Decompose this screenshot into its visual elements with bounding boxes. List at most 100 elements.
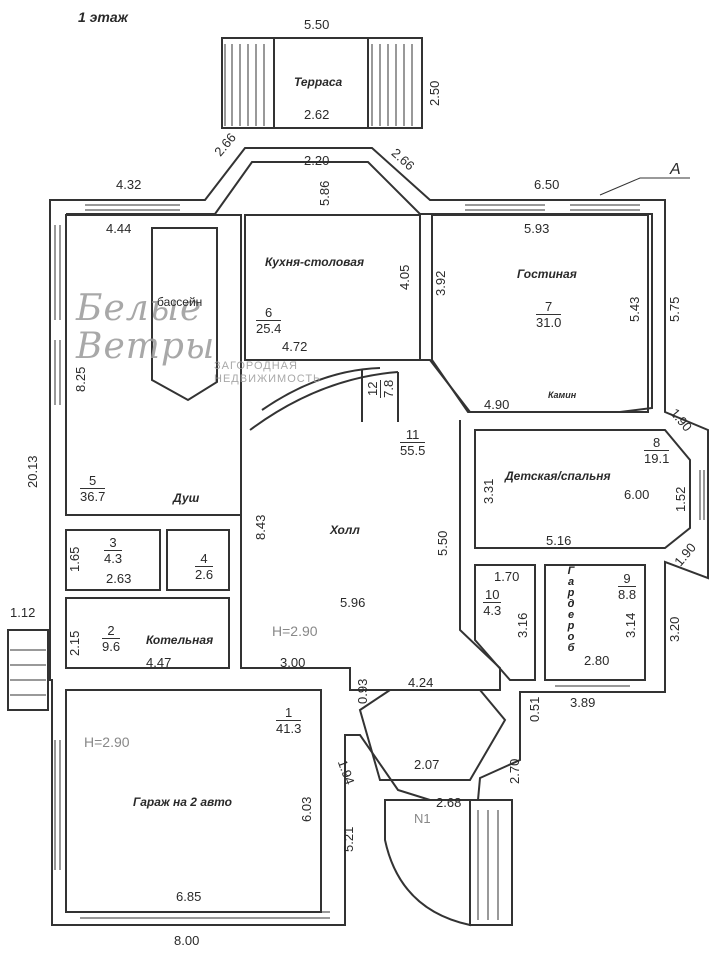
dim-living-right: 5.43 [627,296,642,322]
floor-title: 1 этаж [78,9,128,25]
pool-basin [151,227,218,402]
room-name-living: Гостиная [517,267,577,281]
room10-walls [474,564,536,681]
dim-hall-left: 8.43 [253,514,268,540]
dim-pool-top-outer: 4.32 [116,177,142,192]
room-name-pool: бассейн [157,295,203,309]
dim-hall-width: 5.96 [340,595,366,610]
room-name-kids: Детская/спальня [505,469,611,483]
dim-vestibule-left: 0.93 [355,678,370,704]
dim-kitchen-bottom: 4.72 [282,339,308,354]
outer-wall [49,147,709,926]
watermark-logo: Белые Ветры ЗАГОРОДНАЯ НЕДВИЖИМОСТЬ [76,288,320,386]
porch-stair-block [469,799,513,926]
side-steps [7,629,49,711]
watermark-sub1: ЗАГОРОДНАЯ [214,360,298,372]
vestibule-walls [358,689,507,781]
dim-room10-width: 1.70 [494,569,520,584]
dim-living-top-outer: 6.50 [534,177,560,192]
dim-room10-height: 3.16 [515,612,530,638]
dim-living-bottom: 4.90 [484,397,510,412]
stair-arc [249,371,399,431]
dim-hall-right: 5.50 [435,530,450,556]
dim-side-steps: 1.12 [10,605,36,620]
dim-left-total: 20.13 [25,455,40,488]
terrace-steps-left [221,37,275,129]
kids-walls [474,429,691,549]
watermark-line1: Белые [76,288,203,329]
room-name-kitchen: Кухня-столовая [265,255,365,269]
axis-marker: A [670,161,681,178]
dim-boiler-width: 4.47 [146,655,172,670]
dim-vestibule-right: 2.70 [507,758,522,784]
dim-garage-height-outer: 5.21 [341,826,356,852]
room-name-terrace: Терраса [294,75,343,89]
dim-pool-height: 8.25 [73,366,88,392]
dim-kitchen-depth: 5.86 [317,180,332,206]
dim-room3-height: 1.65 [67,546,82,572]
dim-right-lower: 3.20 [667,616,682,642]
dim-kids-left: 3.31 [481,478,496,504]
dim-wall-stub: 0.51 [527,696,542,722]
room-name-garage: Гараж на 2 авто [133,795,232,809]
room-name-hall: Холл [330,523,360,537]
dim-pool-top-inner: 4.44 [106,221,132,236]
stair-arc-2 [261,367,381,411]
terrace-steps-right [367,37,423,129]
dim-living-right-outer: 5.75 [667,296,682,322]
dim-vestibule-top: 4.24 [408,675,434,690]
dim-vestibule-bottom: 2.07 [414,757,440,772]
dim-terrace-opening: 2.62 [304,107,330,122]
dim-kitchen-top: 2.20 [304,153,330,168]
dim-room3-width: 2.63 [106,571,132,586]
room-name-shower: Душ [173,491,200,505]
ceiling-height-garage: H=2.90 [84,734,130,750]
dim-wardrobe-width: 2.80 [584,653,610,668]
hall-walls [240,420,501,691]
dim-kitchen-right: 4.05 [397,264,412,290]
outer-wall-inner [66,161,653,413]
dim-living-top-inner: 5.93 [524,221,550,236]
watermark-sub2: НЕДВИЖИМОСТЬ [214,373,322,385]
living-walls [431,214,649,413]
ceiling-height-hall: H=2.90 [272,623,318,639]
dim-living-left: 3.92 [433,270,448,296]
dim-hall-bottom: 3.00 [280,655,306,670]
dim-terrace-width: 5.50 [304,17,330,32]
dim-lower-right: 3.89 [570,695,596,710]
dim-porch-width: 2.68 [436,795,462,810]
north-marker: N1 [414,811,431,826]
dim-kids-bay: 1.52 [673,486,688,512]
dim-garage-width: 6.85 [176,889,202,904]
pool-walls [65,214,242,516]
boiler-walls [65,597,230,669]
watermark-line2: Ветры [76,326,216,367]
wc-walls [166,529,230,591]
dim-garage-height: 6.03 [299,796,314,822]
dim-kids-width: 6.00 [624,487,650,502]
kitchen-walls [244,214,421,361]
dim-garage-width-outer: 8.00 [174,933,200,948]
dim-terrace-depth: 2.50 [427,80,442,106]
room-name-boiler: Котельная [146,633,214,647]
axis-leader [599,177,690,196]
room3-walls [65,529,161,591]
room-name-fireplace: Камин [548,390,577,400]
dim-wardrobe-height: 3.14 [623,612,638,638]
room-name-wardrobe: Г а р д е р о б [567,565,575,654]
dim-boiler-height: 2.15 [67,630,82,656]
dim-kids-bottom: 5.16 [546,533,572,548]
